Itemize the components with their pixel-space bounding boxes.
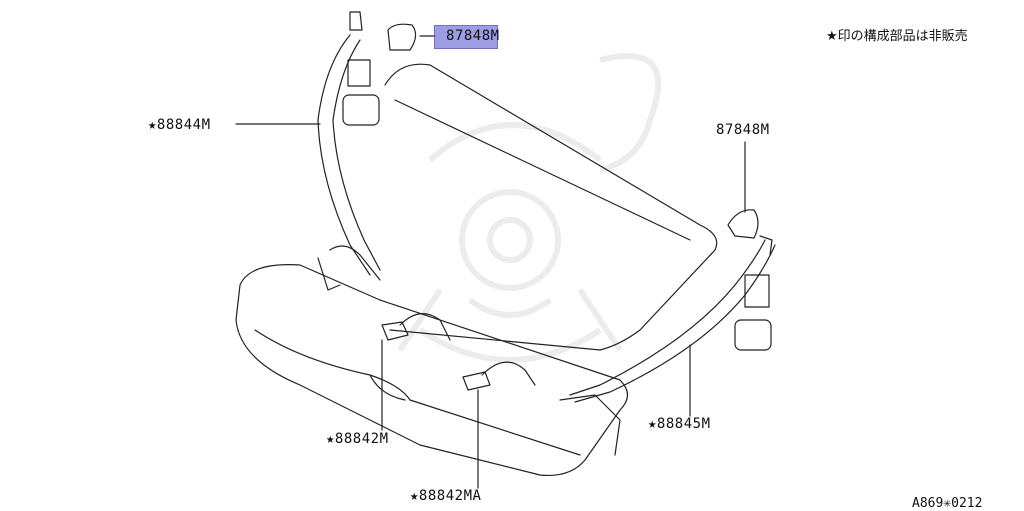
buckle-88842MA bbox=[462, 371, 491, 391]
right-cover-87848M bbox=[727, 209, 759, 239]
part-label-88845M[interactable]: ★88845M bbox=[648, 416, 711, 432]
highlight-box bbox=[434, 25, 498, 49]
part-label-88844M[interactable]: ★88844M bbox=[148, 117, 211, 133]
part-label-88842MA[interactable]: ★88842MA bbox=[410, 488, 482, 504]
top-cover-87848M bbox=[387, 23, 417, 51]
left-belt-webbing bbox=[317, 34, 371, 276]
seat-cushion-outline bbox=[235, 264, 629, 477]
right-belt-webbing bbox=[569, 239, 766, 396]
part-label-88842M[interactable]: ★88842M bbox=[326, 431, 389, 447]
figure-code: A869✳0212 bbox=[912, 496, 983, 511]
part-label-87848M-right[interactable]: 87848M bbox=[716, 122, 770, 138]
not-sold-note: ★印の構成部品は非販売 bbox=[826, 29, 968, 44]
buckle-88842M bbox=[381, 321, 409, 341]
seat-back-outline bbox=[384, 63, 718, 351]
part-label-87848M-top[interactable]: 87848M bbox=[446, 28, 500, 44]
